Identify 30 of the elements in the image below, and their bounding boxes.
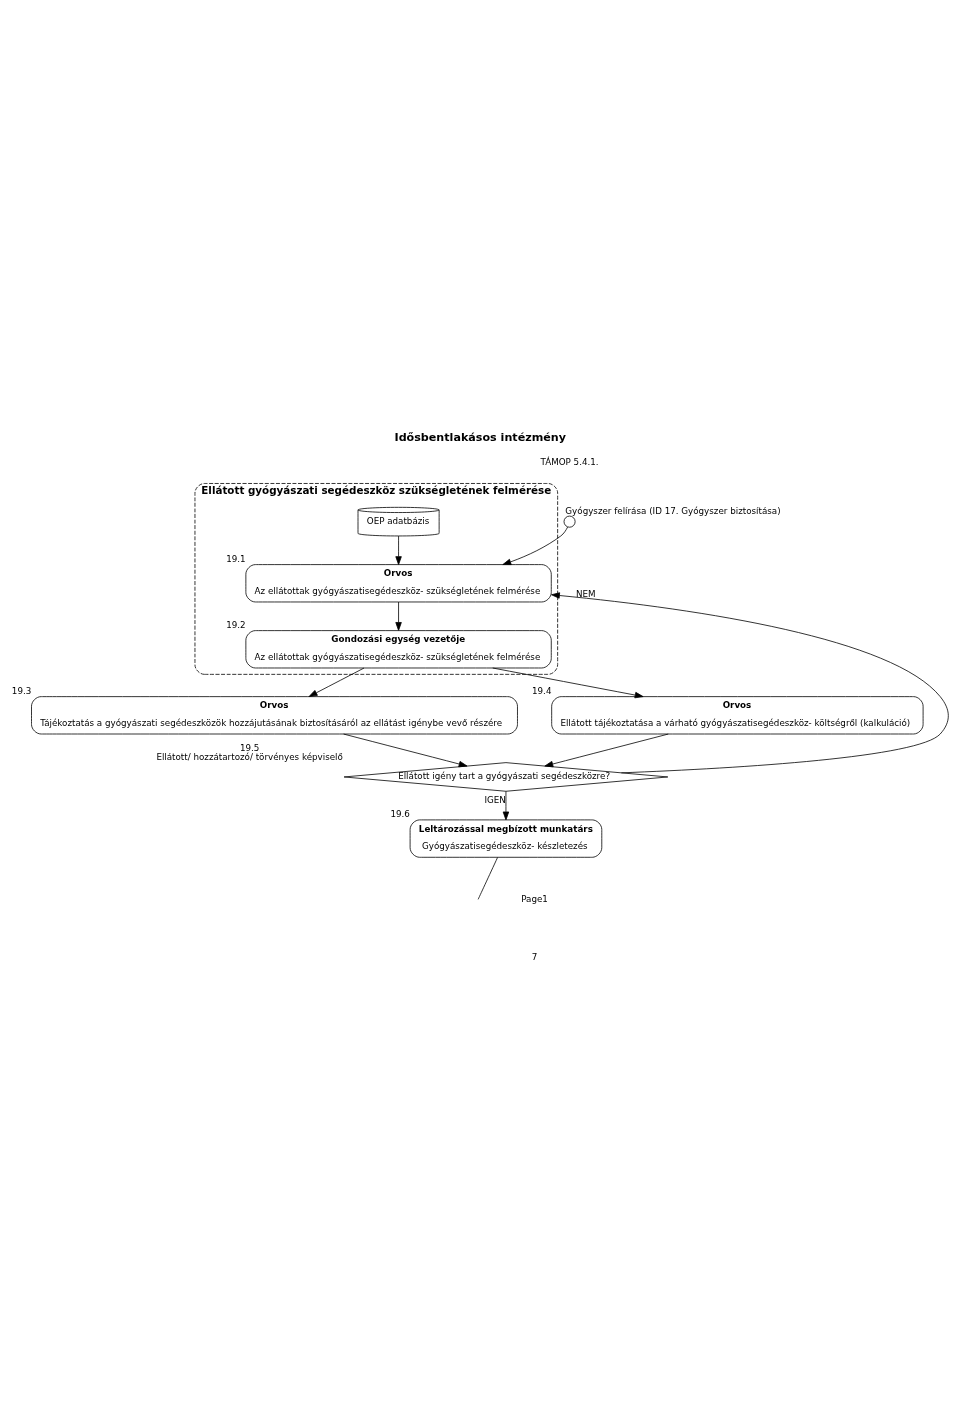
node-label: Gyógyszer felírása (ID 17. Gyógyszer biztosítása) [565,505,781,516]
diagram-title: Idősbentlakásos intézmény [394,430,566,444]
node-label: Ellátott/ hozzátartozó/ törvényes képviselő [156,751,343,762]
arrow [308,667,365,697]
connector [477,856,498,900]
arrow [343,733,468,767]
node-box: Gondozási egység vezetője Az ellátottak gyógyászatisegédeszköz- szükségletének felmérése [245,629,552,668]
arrow [395,535,402,565]
node-box: Orvos Tájékoztatás a gyógyászati segédeszközök hozzájutásának biztosításáról az ellátást igénybe vevő részére [31,695,518,734]
node-label: 19.2 [226,619,246,630]
node-box: Orvos Az ellátottak gyógyászatisegédeszköz- szükségletének felmérése [245,563,552,602]
node-label: 19.6 [390,808,410,819]
label: Page1 [521,893,548,904]
label: TÁMOP 5.4.1. [540,456,599,467]
arrow [502,526,568,565]
edge-label: IGEN [484,794,506,805]
node-box: Leltározással megbízott munkatárs Gyógyászatisegédeszköz- készletezés [409,819,603,858]
node-label: 19.3 [11,685,32,696]
node-box: Orvos Ellátott tájékoztatása a várható gyógyászatisegédeszköz- költségről (kalkuláció) [551,695,924,734]
node-circle [563,515,576,528]
arrow [551,591,949,773]
node-label: 19.1 [226,553,246,564]
label: 7 [531,951,538,962]
arrow [395,601,402,631]
edge-label: NEM [576,588,596,599]
arrow [544,733,669,767]
arrow [492,667,644,698]
node-label: 19.4 [532,685,552,696]
node-label: 19.5 [239,742,260,753]
arrow [502,790,510,820]
